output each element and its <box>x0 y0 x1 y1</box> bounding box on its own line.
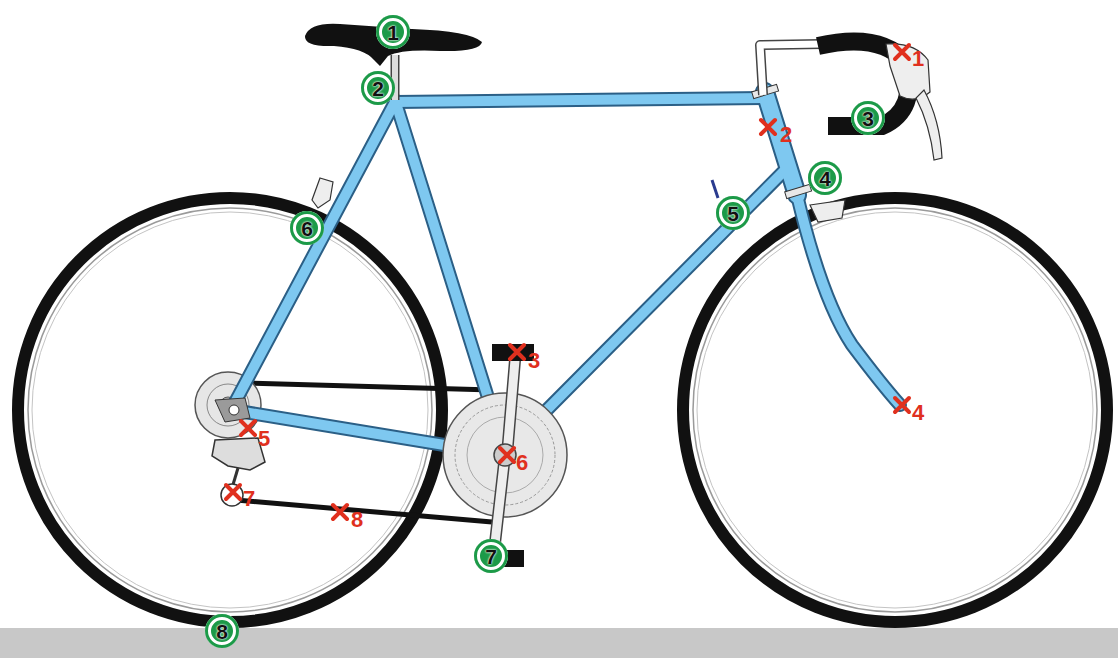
rear-rim <box>28 208 432 612</box>
callout-circle: 6 <box>290 211 324 245</box>
part-number: 6 <box>516 452 528 474</box>
head-tube <box>765 92 797 195</box>
down-tube <box>505 165 790 452</box>
part-number: 7 <box>243 488 255 510</box>
headset <box>752 84 812 198</box>
brake-lever <box>916 90 942 160</box>
pedal-top <box>492 344 534 361</box>
callout-circle: 7 <box>474 539 508 573</box>
top-tube <box>395 98 765 102</box>
crankset <box>478 344 534 567</box>
crank-arm-up <box>507 360 515 455</box>
cross-marks <box>226 45 909 519</box>
cross-mark <box>241 421 255 435</box>
callout-number: 1 <box>387 22 399 43</box>
stem-outline <box>760 44 822 95</box>
rear-rim-inner <box>32 212 428 608</box>
crank-arm-up-outline <box>507 360 515 455</box>
part-number: 4 <box>912 402 924 424</box>
jockey-wheel <box>221 484 243 506</box>
cross-mark <box>761 120 775 134</box>
crank-arm-down <box>494 455 505 552</box>
cross-mark <box>226 485 240 499</box>
derailleur-body <box>212 438 265 470</box>
part-number: 2 <box>780 124 792 146</box>
front-tire <box>683 198 1107 622</box>
brakes <box>312 178 845 222</box>
fork <box>797 195 900 405</box>
frame-fill <box>232 92 900 455</box>
rear-dropout <box>215 398 250 422</box>
front-rim <box>693 208 1097 612</box>
callout-number: 4 <box>819 168 831 189</box>
handlebar <box>760 42 942 160</box>
cross-mark <box>500 448 514 462</box>
part-number: 3 <box>528 350 540 372</box>
callout-number: 5 <box>727 203 739 224</box>
frame-outline <box>232 92 900 455</box>
callout-circle: 2 <box>361 71 395 105</box>
rear-derailleur <box>212 438 265 506</box>
top-tube <box>395 98 765 102</box>
callout-circle: 5 <box>716 196 750 230</box>
crank-spindle <box>494 444 516 466</box>
rear-brake <box>312 178 333 208</box>
callout-number: 6 <box>301 218 313 239</box>
front-rim-inner <box>697 212 1093 608</box>
callout-circle: 8 <box>205 614 239 648</box>
crank-arm-down-outline <box>494 455 505 552</box>
dropout-plate <box>215 398 250 422</box>
ground-band <box>0 628 1118 658</box>
stem <box>760 44 822 95</box>
callout-number: 8 <box>216 621 228 642</box>
front-wheel <box>683 198 1107 622</box>
callout-number: 7 <box>485 546 497 567</box>
cross-mark <box>333 505 347 519</box>
part-number: 8 <box>351 509 363 531</box>
seat-stay <box>232 102 395 408</box>
chain-bottom <box>236 500 492 522</box>
chain-top <box>245 383 492 390</box>
axle <box>229 405 239 415</box>
seat-stay <box>232 102 395 408</box>
rear-tire <box>18 198 442 622</box>
fork <box>797 195 900 405</box>
part-number: 5 <box>258 428 270 450</box>
cross-mark <box>895 398 909 412</box>
headset-bottom <box>785 184 812 198</box>
callout-circle: 4 <box>808 161 842 195</box>
rear-wheel <box>18 198 442 622</box>
callout-circle: 1 <box>376 15 410 49</box>
shifter-lever <box>712 180 718 198</box>
cross-mark <box>510 345 524 359</box>
callout-number: 3 <box>862 108 874 129</box>
cross-mark <box>895 45 909 59</box>
down-tube <box>505 165 790 452</box>
callout-circle: 3 <box>851 101 885 135</box>
part-number: 1 <box>912 48 924 70</box>
callout-number: 2 <box>372 78 384 99</box>
front-brake <box>810 200 845 222</box>
